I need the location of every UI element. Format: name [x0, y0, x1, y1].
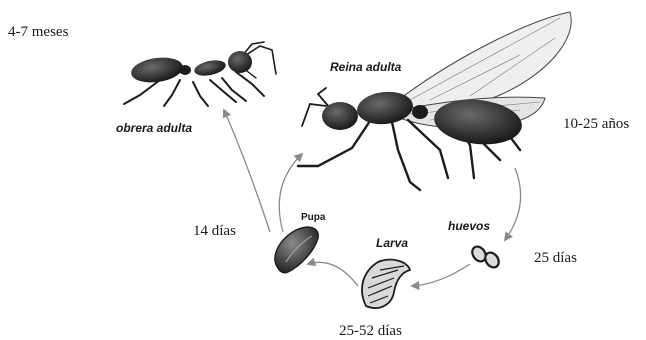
pupa-duration-label: 14 días — [193, 223, 236, 239]
pupa-stage-label: Pupa — [301, 212, 326, 223]
egg-stage-label: huevos — [448, 219, 490, 233]
pupa-icon — [275, 227, 318, 273]
queen-stage-label: Reina adulta — [330, 60, 402, 74]
worker-stage-label: obrera adulta — [116, 121, 192, 135]
worker-ant-icon — [124, 42, 276, 106]
queen-duration-label: 10-25 años — [563, 116, 629, 132]
queen-to-eggs-arrow — [505, 168, 521, 240]
eggs-to-larva-arrow — [412, 264, 470, 286]
pupa-to-worker-arrow — [224, 110, 270, 232]
larva-icon — [362, 260, 410, 308]
egg-duration-label: 25 días — [534, 250, 577, 266]
worker-duration-label: 4-7 meses — [8, 24, 69, 40]
larva-duration-label: 25-52 días — [339, 323, 402, 339]
winged-queen-ant-icon — [298, 12, 571, 190]
larva-stage-label: Larva — [376, 236, 408, 250]
larva-to-pupa-arrow — [308, 262, 358, 286]
eggs-icon — [469, 244, 501, 270]
